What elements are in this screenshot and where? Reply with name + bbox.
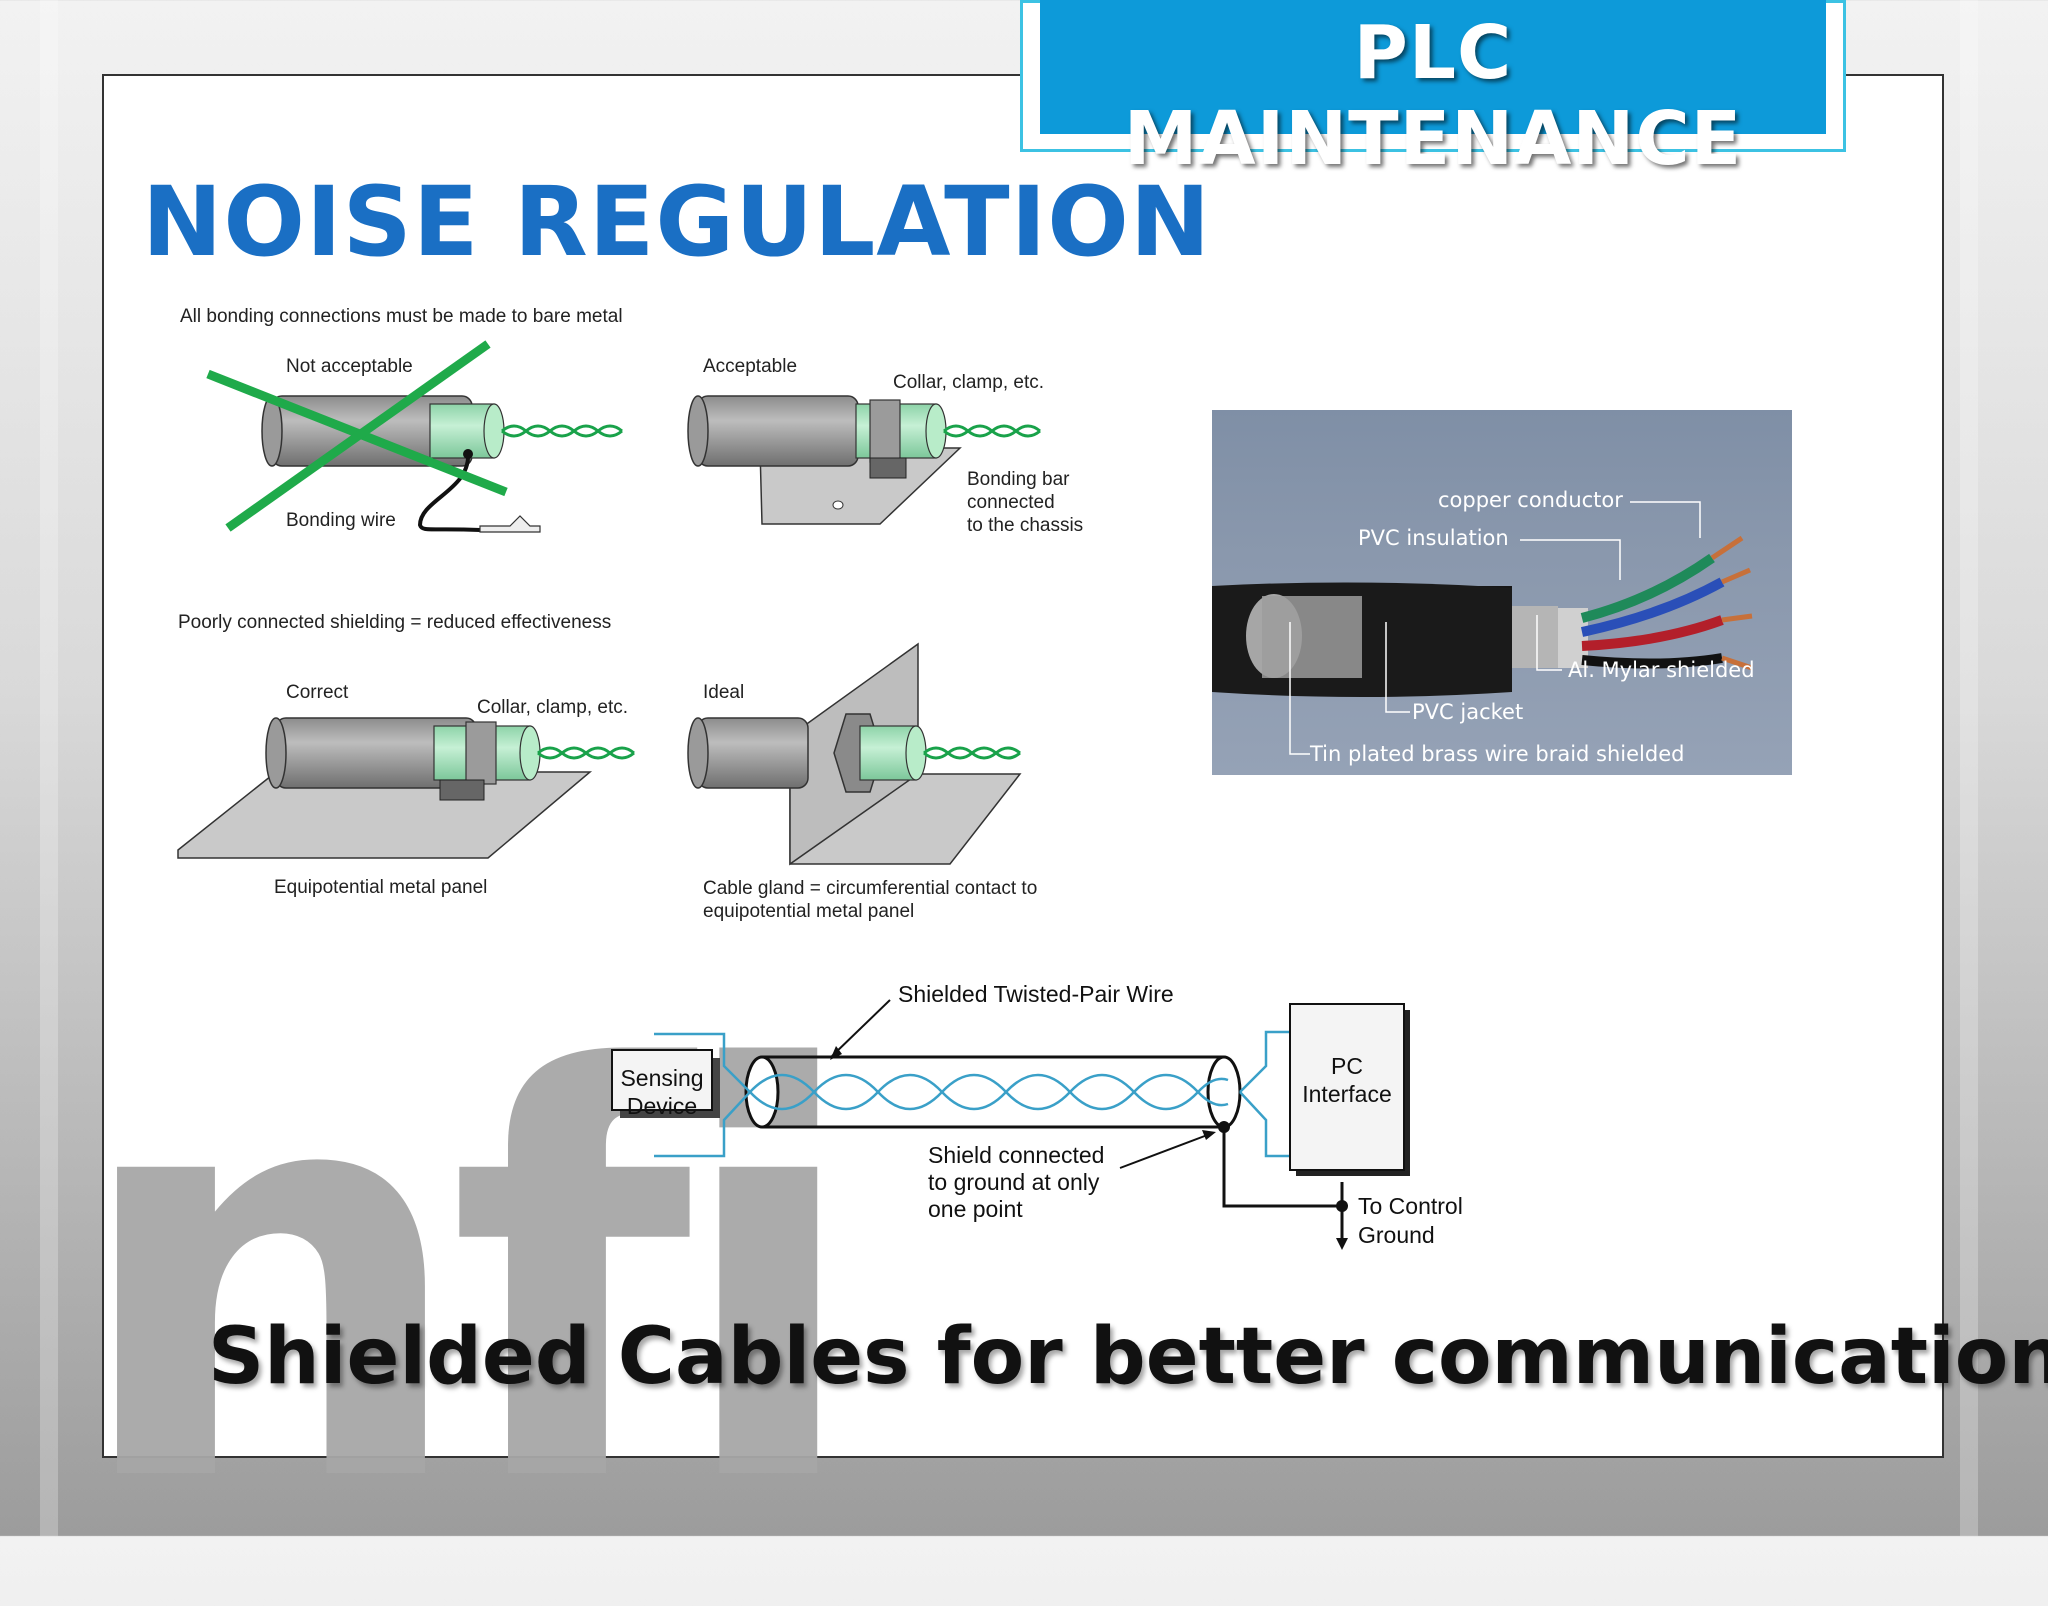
tin-braid-label: Tin plated brass wire braid shielded xyxy=(1310,742,1685,766)
cable-photo: copper conductor PVC insulation Al. Myla… xyxy=(1212,410,1792,775)
not-acceptable-label: Not acceptable xyxy=(286,356,413,377)
acceptable-figure xyxy=(687,395,1041,525)
control-ground-label: To Control Ground xyxy=(1358,1193,1463,1248)
slide-caption: Shielded Cables for better communication xyxy=(208,1312,2048,1402)
pc-interface-label: PC Interface xyxy=(1302,1053,1392,1107)
background-stripe xyxy=(1960,0,1978,1536)
banner xyxy=(1040,0,1826,134)
twisted-pair-diagram xyxy=(611,999,1410,1250)
copper-conductor-label: copper conductor xyxy=(1438,488,1623,512)
al-mylar-label: Al. Mylar shielded xyxy=(1568,658,1755,682)
acceptable-label: Acceptable xyxy=(703,356,798,377)
ideal-figure xyxy=(687,642,1022,866)
ideal-label: Ideal xyxy=(703,682,745,703)
sensing-device-label: Sensing Device xyxy=(620,1065,704,1119)
mid-heading: Poorly connected shielding = reduced eff… xyxy=(178,612,612,633)
cable-gland-label: Cable gland = circumferential contact to… xyxy=(703,878,1038,922)
pvc-insulation-label: PVC insulation xyxy=(1358,526,1509,550)
not-acceptable-figure xyxy=(206,340,623,533)
background-stripe xyxy=(40,0,58,1536)
bonding-bar-label: Bonding bar connected to the chassis xyxy=(967,469,1084,536)
collar-clamp-bottom-label: Collar, clamp, etc. xyxy=(477,697,628,718)
correct-label: Correct xyxy=(286,682,349,703)
top-heading: All bonding connections must be made to … xyxy=(180,306,623,327)
banner-title: PLC MAINTENANCE xyxy=(1123,10,1743,182)
collar-clamp-top-label: Collar, clamp, etc. xyxy=(893,372,1044,393)
nfi-logo-watermark: nfi xyxy=(70,954,864,1606)
twisted-pair-wire-label: Shielded Twisted-Pair Wire xyxy=(898,981,1174,1007)
page-title: NOISE REGULATION xyxy=(142,166,1212,278)
bonding-diagram xyxy=(177,340,1041,866)
pvc-jacket-label: PVC jacket xyxy=(1412,700,1524,724)
shield-note-label: Shield connected to ground at only one p… xyxy=(928,1142,1105,1222)
equipotential-panel-label: Equipotential metal panel xyxy=(274,877,488,898)
correct-figure xyxy=(177,717,635,859)
bonding-wire-label: Bonding wire xyxy=(286,510,396,531)
